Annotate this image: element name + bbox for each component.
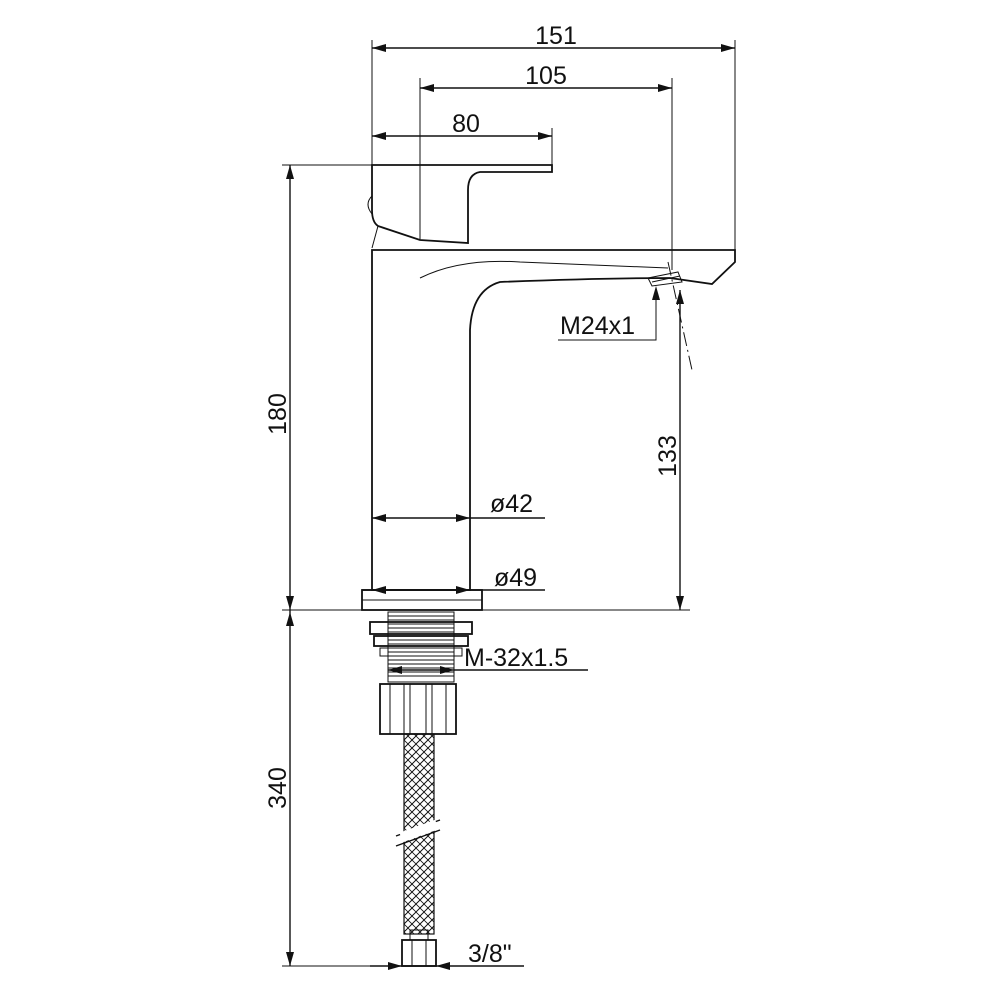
label-105: 105	[525, 62, 567, 90]
leader-m24x1	[558, 288, 657, 341]
hose-end-fitting	[401, 939, 437, 967]
flow-centerline	[667, 261, 693, 371]
label-80: 80	[452, 110, 480, 138]
fixing-nut	[379, 683, 457, 735]
threaded-shank	[387, 611, 455, 683]
label-133: 133	[654, 435, 682, 477]
aerator	[647, 271, 683, 287]
spout-body	[371, 249, 736, 591]
metal-washer	[373, 635, 469, 647]
label-180: 180	[264, 393, 292, 435]
label-d42: ø42	[490, 490, 533, 518]
handle-knob	[367, 195, 373, 215]
label-d49: ø49	[494, 564, 537, 592]
label-m32: M-32x1.5	[464, 644, 568, 672]
label-3-8: 3/8"	[468, 940, 512, 968]
label-340: 340	[264, 767, 292, 809]
label-m24x1: M24x1	[560, 312, 635, 340]
dimension-labels: 151 105 80 180 133 M24x1 ø42 ø49 M-32x1.…	[264, 22, 682, 968]
handle-lever	[371, 164, 553, 244]
dimension-lines	[282, 40, 736, 970]
handle-neck	[371, 225, 379, 249]
mounting-assembly	[369, 611, 473, 967]
faucet-body	[361, 164, 736, 611]
label-151: 151	[535, 22, 577, 50]
spout-edge	[419, 260, 669, 279]
rubber-washer	[369, 621, 473, 635]
